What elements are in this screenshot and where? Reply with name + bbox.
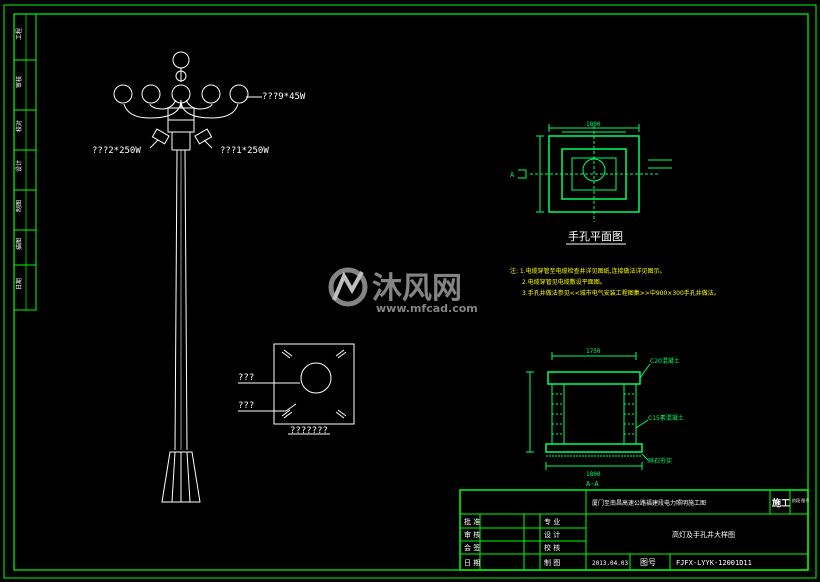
flood-light-right bbox=[194, 128, 213, 145]
lamp-globe-3 bbox=[171, 84, 191, 104]
lamp-globe-2 bbox=[141, 84, 161, 104]
pole-base bbox=[161, 451, 201, 503]
watermark: 沐风网 www.mfcad.com bbox=[328, 267, 478, 315]
tb-drawing-no: FJFX-LYYK-12001D11 bbox=[676, 559, 752, 567]
note-line-3: 3.手孔井做法参见<<城市电气安装工程图集>>中900×300手孔井做法。 bbox=[522, 289, 720, 297]
tb-row-2-b: 设 计 bbox=[544, 530, 560, 539]
tb-row-1-b: 专 业 bbox=[544, 517, 560, 526]
section-label-base: C15素混凝土 bbox=[648, 414, 684, 422]
label-top-lamp: ???9*45W bbox=[262, 92, 306, 102]
left-strip-cell-5: 制图 bbox=[15, 200, 23, 212]
lamp-elevation bbox=[113, 51, 262, 503]
left-strip-cell-3: 校对 bbox=[15, 120, 23, 132]
left-strip: 工程 审核 校对 设计 制图 描图 日期 bbox=[13, 13, 37, 311]
handhole-plan-title: 手孔平面图 bbox=[568, 229, 623, 243]
left-strip-cell-6: 描图 bbox=[15, 238, 23, 250]
lamp-globe-1 bbox=[113, 84, 133, 104]
section-dim-bottom: 1800 bbox=[586, 471, 601, 478]
label-base-top: ??? bbox=[238, 373, 254, 383]
handhole-plan bbox=[518, 124, 672, 222]
tb-drawing-name: 高灯及手孔井大样图 bbox=[672, 530, 735, 539]
base-plate-detail bbox=[238, 343, 355, 435]
watermark-url: www.mfcad.com bbox=[376, 302, 478, 315]
tb-row-4-a: 日 期 bbox=[464, 559, 480, 567]
left-strip-cell-2: 审核 bbox=[15, 76, 23, 88]
tb-stage-small: 阶段 图号 bbox=[792, 497, 809, 503]
handhole-section bbox=[526, 352, 651, 470]
note-line-2: 2.电缆穿管见电缆敷设平面图。 bbox=[522, 278, 606, 286]
label-left-flood: ???2*250W bbox=[92, 146, 141, 156]
notes: 注: 1.电缆穿管至电缆检查井详见图纸,连接做法详见图示。 2.电缆穿管见电缆敷… bbox=[510, 267, 720, 297]
tb-project: 厦门至南昌高速公路福建段电力照明施工图 bbox=[592, 499, 706, 507]
tb-row-2-a: 审 核 bbox=[464, 530, 480, 539]
watermark-brand: 沐风网 bbox=[372, 271, 462, 306]
section-caption: A-A bbox=[586, 480, 599, 488]
section-dim-top: 1750 bbox=[586, 348, 601, 355]
left-strip-cell-7: 日期 bbox=[15, 278, 23, 290]
lamp-finial bbox=[172, 51, 190, 69]
lamp-globe-4 bbox=[201, 84, 221, 104]
note-line-1: 注: 1.电缆穿管至电缆检查井详见图纸,连接做法详见图示。 bbox=[510, 267, 666, 275]
handhole-plan-dim-top: 1800 bbox=[586, 121, 601, 128]
watermark-logo-icon bbox=[328, 267, 368, 307]
tb-stage: 施工 bbox=[772, 497, 790, 509]
tb-row-3-b: 校 核 bbox=[544, 543, 560, 552]
section-label-gravel: 碎石夯实 bbox=[648, 457, 672, 465]
left-strip-cell-4: 设计 bbox=[15, 160, 23, 172]
tb-row-3-a: 会 签 bbox=[464, 543, 480, 552]
outer-frame bbox=[3, 4, 817, 579]
label-base-caption: ??????? bbox=[290, 426, 328, 436]
flood-light-left bbox=[151, 128, 170, 145]
lamp-globe-5 bbox=[229, 84, 249, 104]
label-base-bottom: ??? bbox=[238, 401, 254, 411]
tb-drawing-no-label: 图号 bbox=[640, 558, 656, 567]
title-block bbox=[459, 489, 809, 571]
section-label-cover: C20混凝土 bbox=[650, 357, 680, 365]
tb-row-1-a: 批 准 bbox=[464, 517, 480, 526]
tb-date: 2013.04.03 bbox=[592, 560, 629, 567]
label-right-flood: ???1*250W bbox=[220, 146, 269, 156]
tb-row-4-b: 制 图 bbox=[544, 558, 560, 567]
left-strip-cell-1: 工程 bbox=[15, 28, 23, 40]
handhole-section-mark: A bbox=[510, 171, 515, 179]
